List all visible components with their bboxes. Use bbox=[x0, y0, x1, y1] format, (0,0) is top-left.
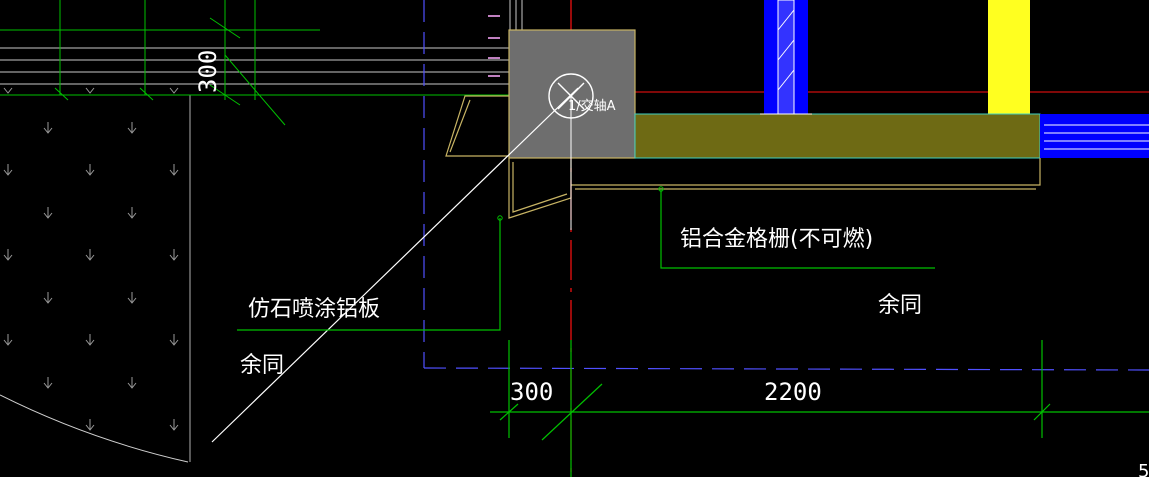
bottom-dimension-lines bbox=[490, 340, 1149, 477]
leader-dot-right bbox=[658, 186, 664, 192]
floor-lines bbox=[0, 0, 523, 95]
dimension-left-300: 300 bbox=[194, 50, 222, 93]
label-leaders bbox=[237, 189, 935, 331]
glass-panel-right bbox=[1040, 114, 1149, 158]
stone-panel-outline bbox=[445, 95, 1041, 219]
grid-axis-horizontal bbox=[423, 367, 1149, 371]
top-dimension-lines bbox=[0, 0, 510, 126]
yellow-column bbox=[988, 0, 1030, 114]
glass-panel-upper bbox=[760, 0, 812, 115]
corner-mark: 5 bbox=[1138, 461, 1149, 477]
label-stone-panel: 仿石喷涂铝板 bbox=[248, 297, 380, 322]
dimension-bottom-300: 300 bbox=[510, 378, 553, 406]
leader-diagonal bbox=[211, 87, 579, 443]
label-same-left: 余同 bbox=[240, 353, 284, 378]
hatch-arrows bbox=[3, 87, 179, 431]
leader-dot-left bbox=[497, 215, 503, 221]
dimension-bottom-2200: 2200 bbox=[764, 378, 822, 406]
label-aluminum-grille: 铝合金格栅(不可燃) bbox=[680, 227, 873, 252]
ground-area bbox=[0, 94, 191, 463]
concrete-beam bbox=[634, 113, 1041, 159]
grid-bubble bbox=[548, 73, 594, 230]
label-same-right: 余同 bbox=[878, 293, 922, 318]
grid-label: 1/交轴A bbox=[568, 98, 616, 114]
magenta-marks bbox=[488, 15, 500, 77]
